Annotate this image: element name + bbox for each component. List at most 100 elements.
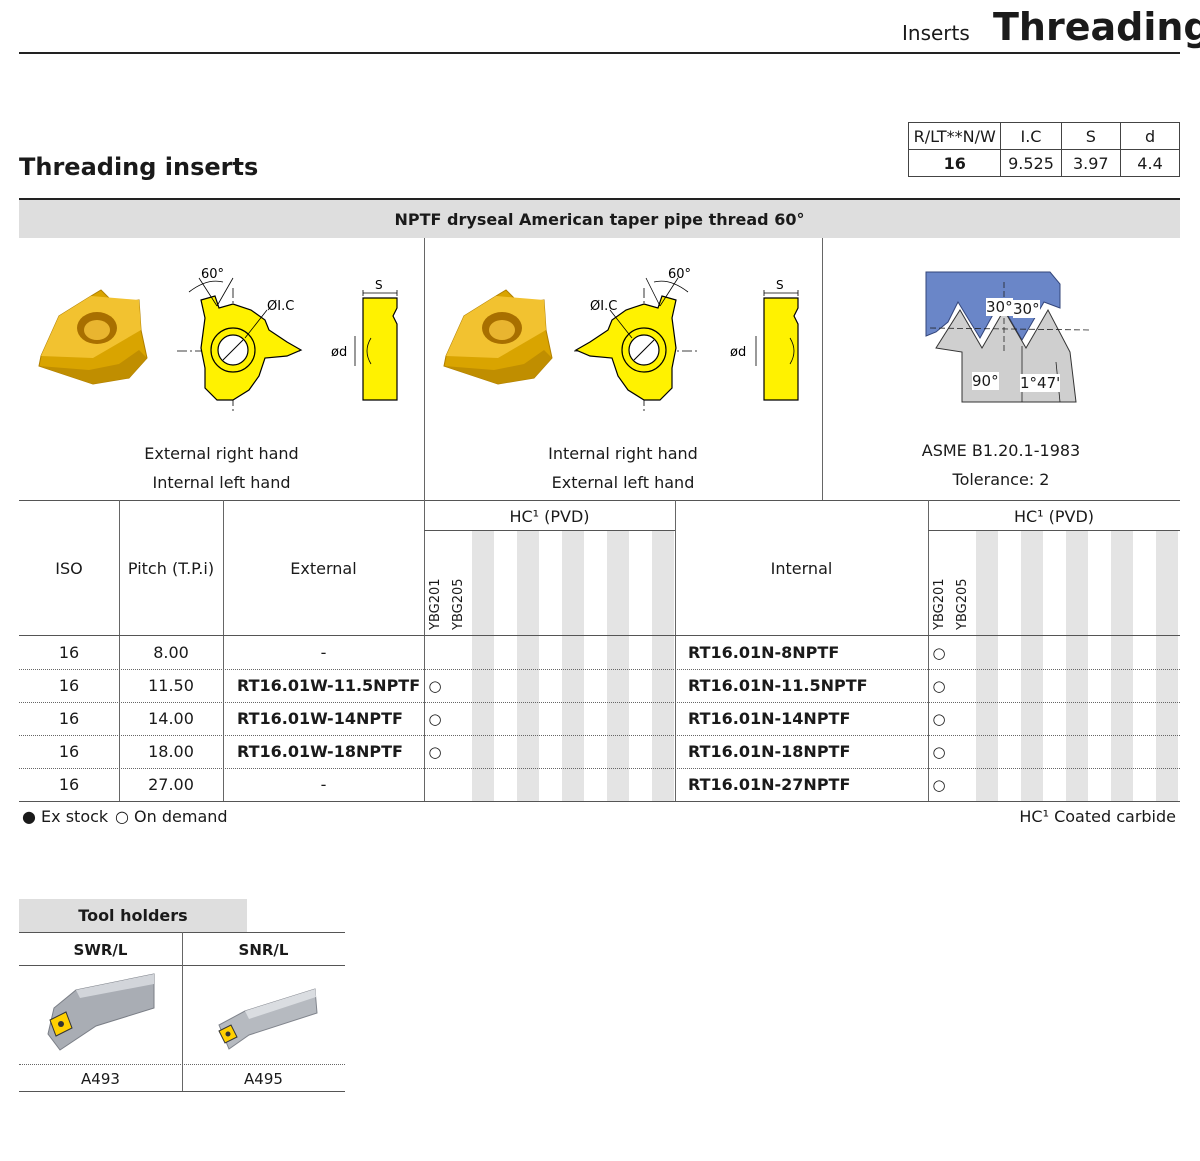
col-header-pitch: Pitch (T.P.i) [127, 558, 215, 578]
cell-external: RT16.01W-18NPTF [237, 742, 403, 761]
cell-iso: 16 [58, 742, 80, 761]
cell-ext-mark: ○ [428, 709, 442, 728]
swr-holder-icon [47, 973, 155, 1051]
divider [424, 238, 425, 500]
external-insert-illustration: 60° ØI.C S ød [38, 267, 398, 413]
standard-line1: ASME B1.20.1-1983 [921, 441, 1081, 460]
grade-stripe [1156, 531, 1178, 801]
taper-label: 1°47' [1020, 374, 1061, 392]
tool-holder-page[interactable]: A495 [244, 1069, 283, 1088]
page-title: Threading inserts [19, 153, 259, 181]
col-divider [424, 500, 425, 801]
cell-internal: RT16.01N-27NPTF [688, 775, 851, 794]
cell-pitch: 8.00 [153, 643, 189, 662]
grade-stripe [1066, 531, 1088, 801]
insert-front-view-icon [177, 277, 303, 413]
grade-stripe [1021, 531, 1043, 801]
group-rule [424, 530, 675, 531]
tool-divider [182, 932, 183, 1091]
spec-value: 3.97 [1060, 149, 1122, 177]
insert-3d-icon [38, 289, 148, 385]
right-angle-label: 90° [972, 372, 999, 390]
header-title: Threading [993, 5, 1200, 49]
s-label: S [375, 278, 383, 292]
tool-holder-name[interactable]: SNR/L [238, 940, 289, 959]
cell-int-mark: ○ [932, 643, 946, 662]
spec-value: 9.525 [1000, 149, 1062, 177]
group-rule [928, 530, 1180, 531]
cell-internal: RT16.01N-11.5NPTF [688, 676, 868, 695]
col-divider [675, 500, 676, 801]
grade-stripe [652, 531, 674, 801]
cell-external: - [320, 643, 327, 662]
cell-pitch: 14.00 [148, 709, 194, 728]
grade-group-header: HC¹ (PVD) [1013, 506, 1095, 526]
thread-angle-label: 30° [986, 298, 1013, 316]
spec-header: d [1120, 122, 1180, 150]
ic-label: ØI.C [590, 299, 617, 314]
col-header-internal: Internal [770, 558, 833, 578]
grade-stripe [607, 531, 629, 801]
col-divider [223, 500, 224, 801]
tool-holder-name[interactable]: SWR/L [73, 940, 128, 959]
tool-holder-page[interactable]: A493 [81, 1069, 120, 1088]
spec-value: 16 [907, 149, 1002, 177]
insert-left-line2: Internal left hand [152, 473, 291, 492]
cell-ext-mark: ○ [428, 742, 442, 761]
cell-internal: RT16.01N-14NPTF [688, 709, 851, 728]
d-label: ød [331, 345, 347, 360]
table-top-rule [19, 500, 1180, 501]
spec-header: R/LT**N/W [907, 122, 1002, 150]
cell-ext-mark: ○ [428, 676, 442, 695]
d-label: ød [730, 345, 746, 360]
insert-side-view-icon [354, 290, 398, 401]
row-divider [19, 702, 1180, 703]
row-divider [19, 669, 1180, 670]
cell-internal: RT16.01N-8NPTF [688, 643, 840, 662]
band-top-rule [19, 198, 1180, 200]
insert-side-view-icon [755, 290, 799, 401]
insert-3d-icon [443, 289, 553, 385]
table-bottom-rule [19, 801, 1180, 802]
grade-label-ybg201: YBG201 [932, 578, 947, 630]
cell-int-mark: ○ [932, 775, 946, 794]
cell-iso: 16 [58, 643, 80, 662]
col-header-external: External [290, 558, 357, 578]
thread-angle-label: 30° [1013, 300, 1040, 318]
col-divider [928, 500, 929, 801]
grade-stripe [562, 531, 584, 801]
grade-stripe [976, 531, 998, 801]
divider [822, 238, 823, 500]
angle-label: 60° [668, 267, 691, 282]
legend-ex-stock: ● Ex stock [22, 807, 109, 826]
snr-holder-icon [218, 988, 318, 1050]
grade-label-ybg205: YBG205 [451, 578, 466, 630]
thread-profile-diagram [925, 271, 1091, 403]
cell-internal: RT16.01N-18NPTF [688, 742, 851, 761]
ic-label: ØI.C [267, 299, 294, 314]
header-bottom-rule [19, 635, 1180, 636]
grade-label-ybg205: YBG205 [955, 578, 970, 630]
spec-value: 4.4 [1120, 149, 1180, 177]
grade-label-ybg201: YBG201 [428, 578, 443, 630]
cell-int-mark: ○ [932, 709, 946, 728]
cell-ext-mark [424, 768, 446, 801]
grade-stripe [472, 531, 494, 801]
angle-label: 60° [201, 267, 224, 282]
cell-pitch: 11.50 [148, 676, 194, 695]
insert-mid-line2: External left hand [551, 473, 695, 492]
grade-group-header: HC¹ (PVD) [509, 506, 590, 526]
standard-line2: Tolerance: 2 [952, 470, 1050, 489]
thread-title: NPTF dryseal American taper pipe thread … [19, 200, 1180, 238]
cell-int-mark: ○ [932, 676, 946, 695]
spec-header: S [1060, 122, 1122, 150]
col-header-iso: ISO [55, 558, 83, 578]
row-divider [19, 735, 1180, 736]
cell-external: RT16.01W-11.5NPTF [237, 676, 421, 695]
cell-iso: 16 [58, 709, 80, 728]
cell-int-mark: ○ [932, 742, 946, 761]
tool-rule [19, 1091, 345, 1092]
insert-front-view-icon [574, 277, 699, 413]
s-label: S [776, 278, 784, 292]
header-rule [19, 52, 1180, 54]
